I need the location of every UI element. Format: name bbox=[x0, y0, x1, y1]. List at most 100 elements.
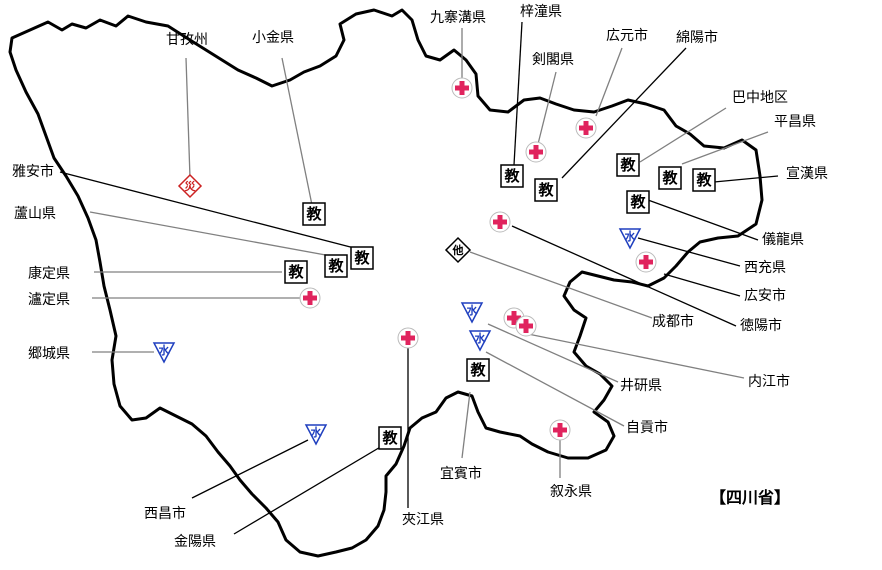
red_cross-icon bbox=[575, 117, 597, 139]
place-label-lushan: 蘆山県 bbox=[14, 206, 56, 222]
leader-line bbox=[595, 47, 623, 117]
leader-line bbox=[513, 21, 523, 166]
place-label-luding: 瀘定県 bbox=[28, 292, 70, 308]
svg-text:教: 教 bbox=[287, 263, 304, 281]
svg-text:教: 教 bbox=[327, 257, 344, 275]
edu-icon: 教 bbox=[302, 202, 326, 226]
leader-line bbox=[59, 171, 363, 251]
place-label-xiaojin: 小金県 bbox=[252, 30, 294, 46]
edu-icon: 教 bbox=[626, 190, 650, 214]
red_cross-icon bbox=[549, 419, 571, 441]
place-label-bazhong: 巴中地区 bbox=[732, 90, 788, 106]
leader-line bbox=[713, 175, 779, 183]
leader-line bbox=[511, 225, 737, 327]
place-label-mianyang: 綿陽市 bbox=[676, 29, 718, 46]
place-label-yibin: 宜賓市 bbox=[440, 465, 482, 482]
place-label-xichong: 西充県 bbox=[744, 260, 786, 276]
other-icon: 他 bbox=[444, 236, 472, 264]
leader-line bbox=[527, 333, 745, 379]
province-outline bbox=[8, 8, 764, 558]
place-label-jiuzhaigou: 九寨溝県 bbox=[430, 9, 486, 26]
leader-line bbox=[681, 131, 769, 165]
svg-text:水: 水 bbox=[159, 343, 171, 357]
svg-text:水: 水 bbox=[475, 331, 487, 345]
place-label-guangan: 広安市 bbox=[744, 287, 786, 304]
water-icon: 水 bbox=[152, 342, 176, 364]
svg-text:水: 水 bbox=[467, 303, 479, 317]
leader-line bbox=[487, 323, 619, 383]
leader-line bbox=[537, 71, 557, 145]
leader-line bbox=[485, 351, 625, 427]
disaster-icon: 災 bbox=[177, 173, 203, 199]
place-label-zitong: 梓潼県 bbox=[520, 3, 562, 20]
water-icon: 水 bbox=[460, 302, 484, 324]
svg-text:教: 教 bbox=[469, 361, 486, 379]
leader-line bbox=[233, 445, 383, 535]
edu-icon: 教 bbox=[350, 246, 374, 270]
place-label-neijiang: 内江市 bbox=[748, 373, 790, 390]
svg-text:教: 教 bbox=[695, 171, 712, 189]
svg-text:教: 教 bbox=[661, 169, 678, 187]
red_cross-icon bbox=[489, 211, 511, 233]
place-label-ganzi: 甘孜州 bbox=[166, 32, 208, 48]
place-label-xichang: 西昌市 bbox=[144, 505, 186, 522]
leader-line bbox=[639, 107, 727, 163]
leader-line bbox=[461, 391, 471, 459]
leader-line bbox=[89, 211, 343, 259]
edu-icon: 教 bbox=[378, 426, 402, 450]
leader-line bbox=[561, 47, 687, 179]
place-label-xuyong: 叙永県 bbox=[550, 483, 592, 500]
leader-line bbox=[185, 57, 191, 179]
place-label-yilong: 儀龍県 bbox=[762, 231, 804, 248]
edu-icon: 教 bbox=[692, 168, 716, 192]
edu-icon: 教 bbox=[616, 153, 640, 177]
place-label-guangyuan: 広元市 bbox=[606, 27, 648, 44]
leader-line bbox=[637, 237, 741, 267]
place-label-jingyan: 井研県 bbox=[620, 378, 662, 394]
leader-line bbox=[469, 251, 653, 319]
svg-text:教: 教 bbox=[629, 193, 646, 211]
svg-text:災: 災 bbox=[184, 180, 197, 193]
leader-line bbox=[663, 273, 741, 297]
leader-line bbox=[647, 199, 759, 241]
edu-icon: 教 bbox=[284, 260, 308, 284]
svg-text:水: 水 bbox=[311, 425, 323, 439]
place-label-jiajiang: 夾江県 bbox=[402, 512, 444, 528]
water-icon: 水 bbox=[304, 424, 328, 446]
svg-text:教: 教 bbox=[537, 181, 554, 199]
leader-line bbox=[281, 57, 313, 206]
place-label-deyang: 徳陽市 bbox=[740, 317, 782, 334]
water-icon: 水 bbox=[468, 330, 492, 352]
edu-icon: 教 bbox=[534, 178, 558, 202]
red_cross-icon bbox=[635, 251, 657, 273]
water-icon: 水 bbox=[618, 228, 642, 250]
edu-icon: 教 bbox=[324, 254, 348, 278]
svg-text:他: 他 bbox=[452, 243, 464, 257]
svg-text:教: 教 bbox=[353, 249, 370, 267]
red_cross-icon bbox=[299, 287, 321, 309]
edu-icon: 教 bbox=[500, 164, 524, 188]
place-label-xiangcheng: 郷城県 bbox=[28, 346, 70, 362]
leader-line bbox=[191, 439, 309, 499]
red_cross-icon bbox=[525, 141, 547, 163]
svg-text:教: 教 bbox=[503, 167, 520, 185]
place-label-jiange: 剣閣県 bbox=[532, 52, 574, 68]
place-label-jinyang: 金陽県 bbox=[174, 534, 216, 550]
svg-text:教: 教 bbox=[619, 156, 636, 174]
red_cross-icon bbox=[515, 315, 537, 337]
place-label-kangding: 康定県 bbox=[28, 265, 70, 282]
place-label-yaan: 雅安市 bbox=[12, 163, 54, 180]
map-title: 【四川省】 bbox=[710, 488, 790, 507]
place-label-pingchang: 平昌県 bbox=[774, 114, 816, 130]
place-label-zigong: 自貢市 bbox=[626, 419, 668, 436]
svg-text:水: 水 bbox=[625, 229, 637, 243]
edu-icon: 教 bbox=[466, 358, 490, 382]
svg-text:教: 教 bbox=[381, 429, 398, 447]
red_cross-icon bbox=[451, 77, 473, 99]
place-label-xuanhan: 宣漢県 bbox=[786, 166, 828, 182]
edu-icon: 教 bbox=[658, 166, 682, 190]
svg-text:教: 教 bbox=[305, 205, 322, 223]
red_cross-icon bbox=[397, 327, 419, 349]
